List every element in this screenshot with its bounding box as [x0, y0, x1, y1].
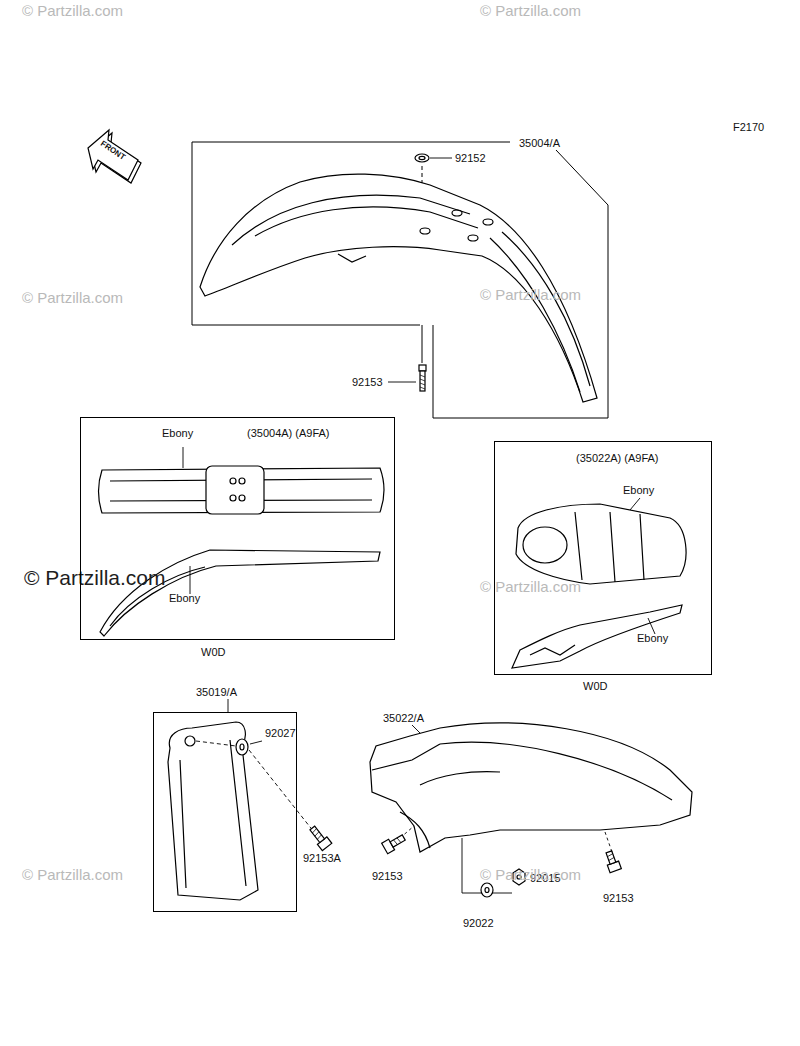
watermark: © Partzilla.com [22, 866, 123, 884]
watermark: © Partzilla.com [22, 289, 123, 307]
callout-number: 92153 [352, 376, 383, 389]
color-name: Ebony [637, 632, 668, 645]
color-name: Ebony [169, 592, 200, 605]
part-number: 35019/A [196, 686, 237, 699]
inset-box: (35004A) (A9FA)EbonyEbonyW0D [80, 417, 395, 640]
front-arrow [88, 130, 141, 183]
inset-box: (35022A) (A9FA)EbonyEbonyW0D [494, 441, 712, 675]
watermark: © Partzilla.com [480, 866, 581, 884]
part-group-box: 35019/A [153, 712, 297, 912]
watermark: © Partzilla.com [480, 578, 581, 596]
side-cover [168, 699, 332, 900]
drawing-code: F2170 [733, 121, 764, 134]
callout-number: 92153A [303, 852, 341, 865]
callout-number: 92152 [455, 152, 486, 165]
model-code: W0D [583, 680, 607, 693]
watermark: © Partzilla.com [24, 566, 166, 590]
watermark: © Partzilla.com [480, 2, 581, 20]
watermark: © Partzilla.com [480, 286, 581, 304]
callout-number: 92027 [265, 727, 296, 740]
rear-fender [370, 723, 692, 897]
color-name: Ebony [623, 484, 654, 497]
color-name: Ebony [162, 427, 193, 440]
model-code: W0D [201, 646, 225, 659]
part-number: 35022/A [383, 712, 424, 725]
callout-number: 92153 [372, 870, 403, 883]
variant-code: (35004A) (A9FA) [247, 427, 330, 440]
inset-fender-views [99, 447, 385, 636]
callout-number: 92022 [463, 917, 494, 930]
bracket-line [192, 142, 608, 418]
front-fender [200, 154, 597, 402]
variant-code: (35022A) (A9FA) [576, 452, 659, 465]
callout-number: 92153 [603, 892, 634, 905]
part-number: 35004/A [519, 137, 560, 150]
watermark: © Partzilla.com [22, 2, 123, 20]
